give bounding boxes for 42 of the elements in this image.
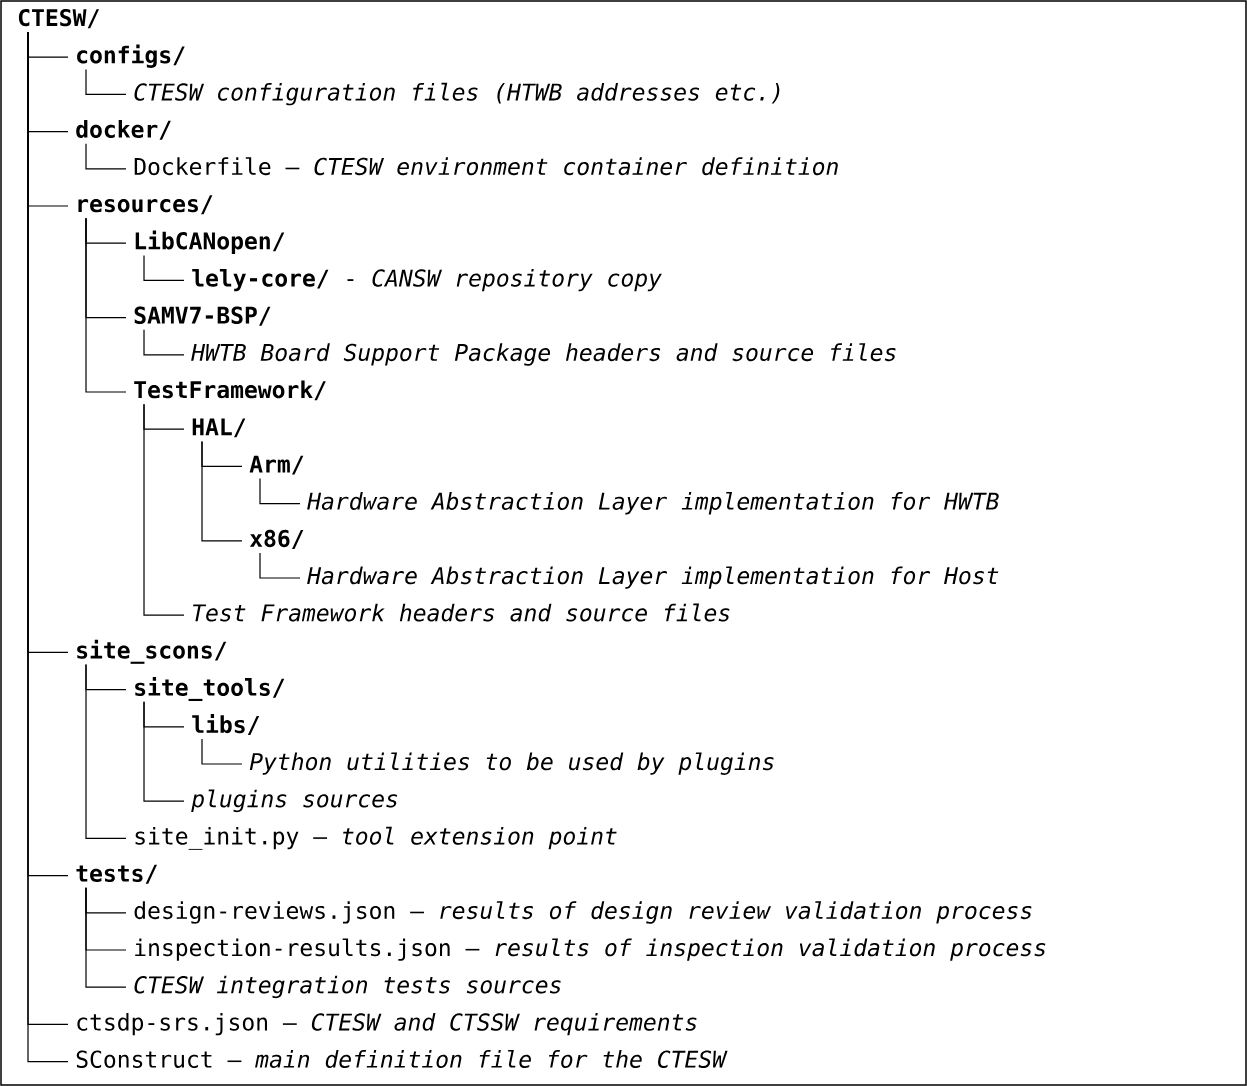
tree-entry: libs/: [192, 714, 260, 735]
tree-entry: lely-core/ - CANSW repository copy: [192, 268, 662, 292]
tree-connector: [85, 217, 127, 393]
tree-entry: docker/: [76, 120, 171, 140]
tree-connector: [259, 552, 301, 579]
tree-connector: [85, 887, 127, 988]
tree-connector: [143, 701, 185, 802]
tree-connector: [259, 478, 301, 505]
tree-entry: plugins sources: [191, 789, 398, 813]
tree-entry: site_tools/: [135, 676, 285, 701]
tree-connector: [85, 68, 127, 95]
tree-connector: [85, 143, 127, 170]
tree-entry: CTESW/: [18, 8, 99, 29]
tree-entry: inspection-results.json – results of inspection validation process: [135, 938, 1046, 961]
tree-entry: design-reviews.json – results of design review validation process: [134, 901, 1032, 924]
tree-connector: [143, 329, 185, 356]
tree-connector: [143, 254, 185, 281]
tree-entry: Arm/: [249, 455, 304, 475]
tree-entry: resources/: [78, 195, 213, 215]
tree-entry: x86/: [249, 529, 304, 549]
tree-entry: site_scons/: [77, 639, 227, 664]
tree-entry: site_init.py – tool extension point: [135, 826, 617, 850]
tree-entry: HWTB Board Support Package headers and source files: [191, 343, 896, 366]
tree-entry: CTESW integration tests sources: [134, 975, 561, 999]
tree-entry: Test Framework headers and source files: [193, 603, 730, 622]
tree-connector: [85, 664, 127, 839]
tree-entry: tests/: [76, 864, 157, 884]
tree-entry: Python utilities to be used by plugins: [249, 752, 774, 775]
tree-entry: LibCANopen/: [135, 230, 285, 254]
tree-connector: [143, 403, 185, 616]
tree-entry: configs/: [77, 44, 185, 68]
tree-entry: ctsdp-srs.json – CTESW and CTSSW requirements: [77, 1012, 697, 1036]
tree-entry: TestFramework/: [134, 380, 326, 401]
tree-entry: Hardware Abstraction Layer implementation for Host: [307, 566, 999, 589]
tree-entry: SAMV7-BSP/: [134, 306, 271, 326]
tree-entry: Dockerfile – CTESW environment container definition: [134, 157, 838, 176]
tree-entry: HAL/: [192, 418, 246, 438]
tree-entry: Hardware Abstraction Layer implementation for HWTB: [307, 492, 999, 515]
tree-connector: [201, 738, 243, 765]
tree-entry: CTESW configuration files (HTWB addresses etc.): [134, 82, 780, 106]
tree-connector: [201, 440, 243, 542]
tree-entry: SConstruct – main definition file for the CTESW: [76, 1050, 728, 1068]
